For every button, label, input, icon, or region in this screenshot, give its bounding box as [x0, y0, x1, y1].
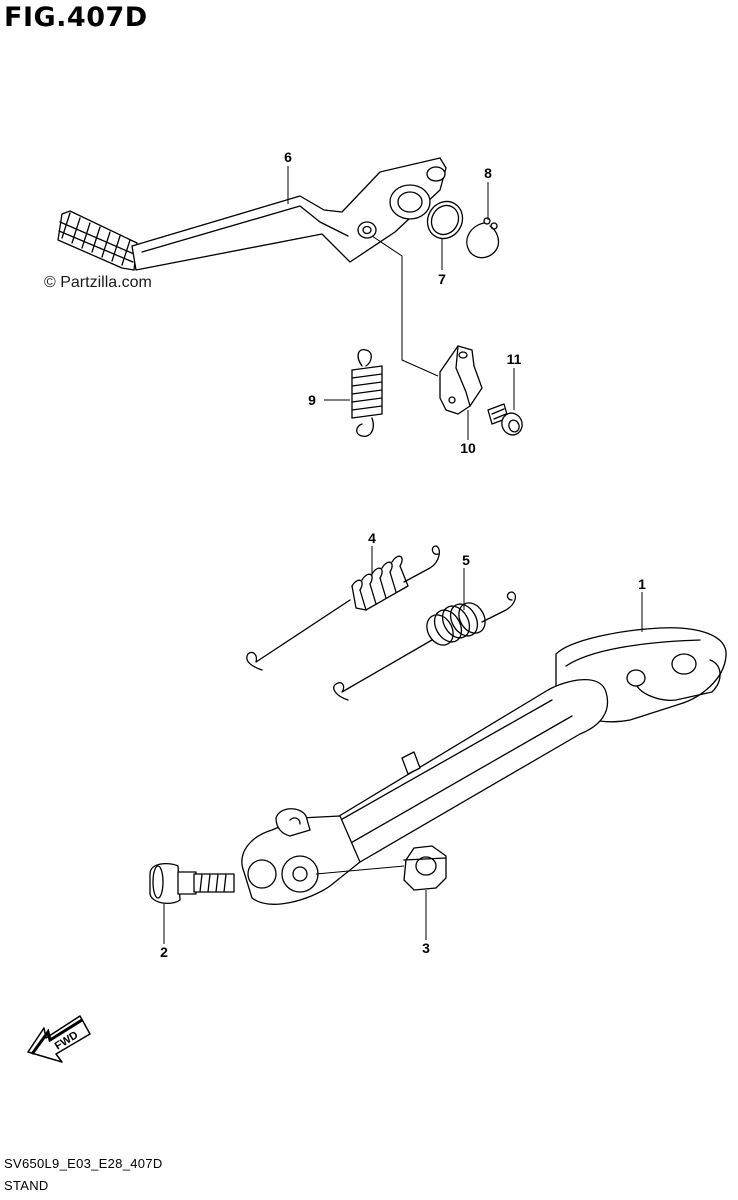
- callout-2: 2: [160, 944, 168, 960]
- diagram-name: STAND: [4, 1178, 49, 1193]
- callout-5: 5: [462, 552, 470, 568]
- watermark: © Partzilla.com: [44, 274, 152, 291]
- side-stand-part: [241, 627, 727, 905]
- callout-8: 8: [484, 165, 492, 181]
- small-bolt-part: [487, 403, 523, 436]
- fwd-arrow-icon: FWD: [27, 1015, 91, 1063]
- switch-bracket-part: [439, 345, 483, 415]
- pivot-bolt-part: [149, 862, 235, 905]
- callout-6: 6: [284, 149, 292, 165]
- callout-3: 3: [422, 940, 430, 956]
- leader-lines: [163, 166, 643, 944]
- circlip-part: [466, 217, 500, 259]
- stand-spring-5-part: [333, 591, 517, 701]
- callout-9: 9: [308, 392, 316, 408]
- callout-4: 4: [368, 530, 376, 546]
- stand-spring-4-part: [246, 545, 441, 671]
- o-ring-part: [426, 200, 464, 240]
- callout-7: 7: [438, 271, 446, 287]
- callout-11: 11: [507, 351, 522, 367]
- callout-1: 1: [638, 576, 646, 592]
- figure-title: FIG.407D: [4, 2, 148, 33]
- callout-10: 10: [460, 440, 476, 456]
- nut-part: [403, 845, 447, 891]
- pedal-return-spring-part: [351, 349, 383, 437]
- brake-pedal-part: [57, 157, 447, 271]
- diagram-code: SV650L9_E03_E28_407D: [4, 1156, 163, 1171]
